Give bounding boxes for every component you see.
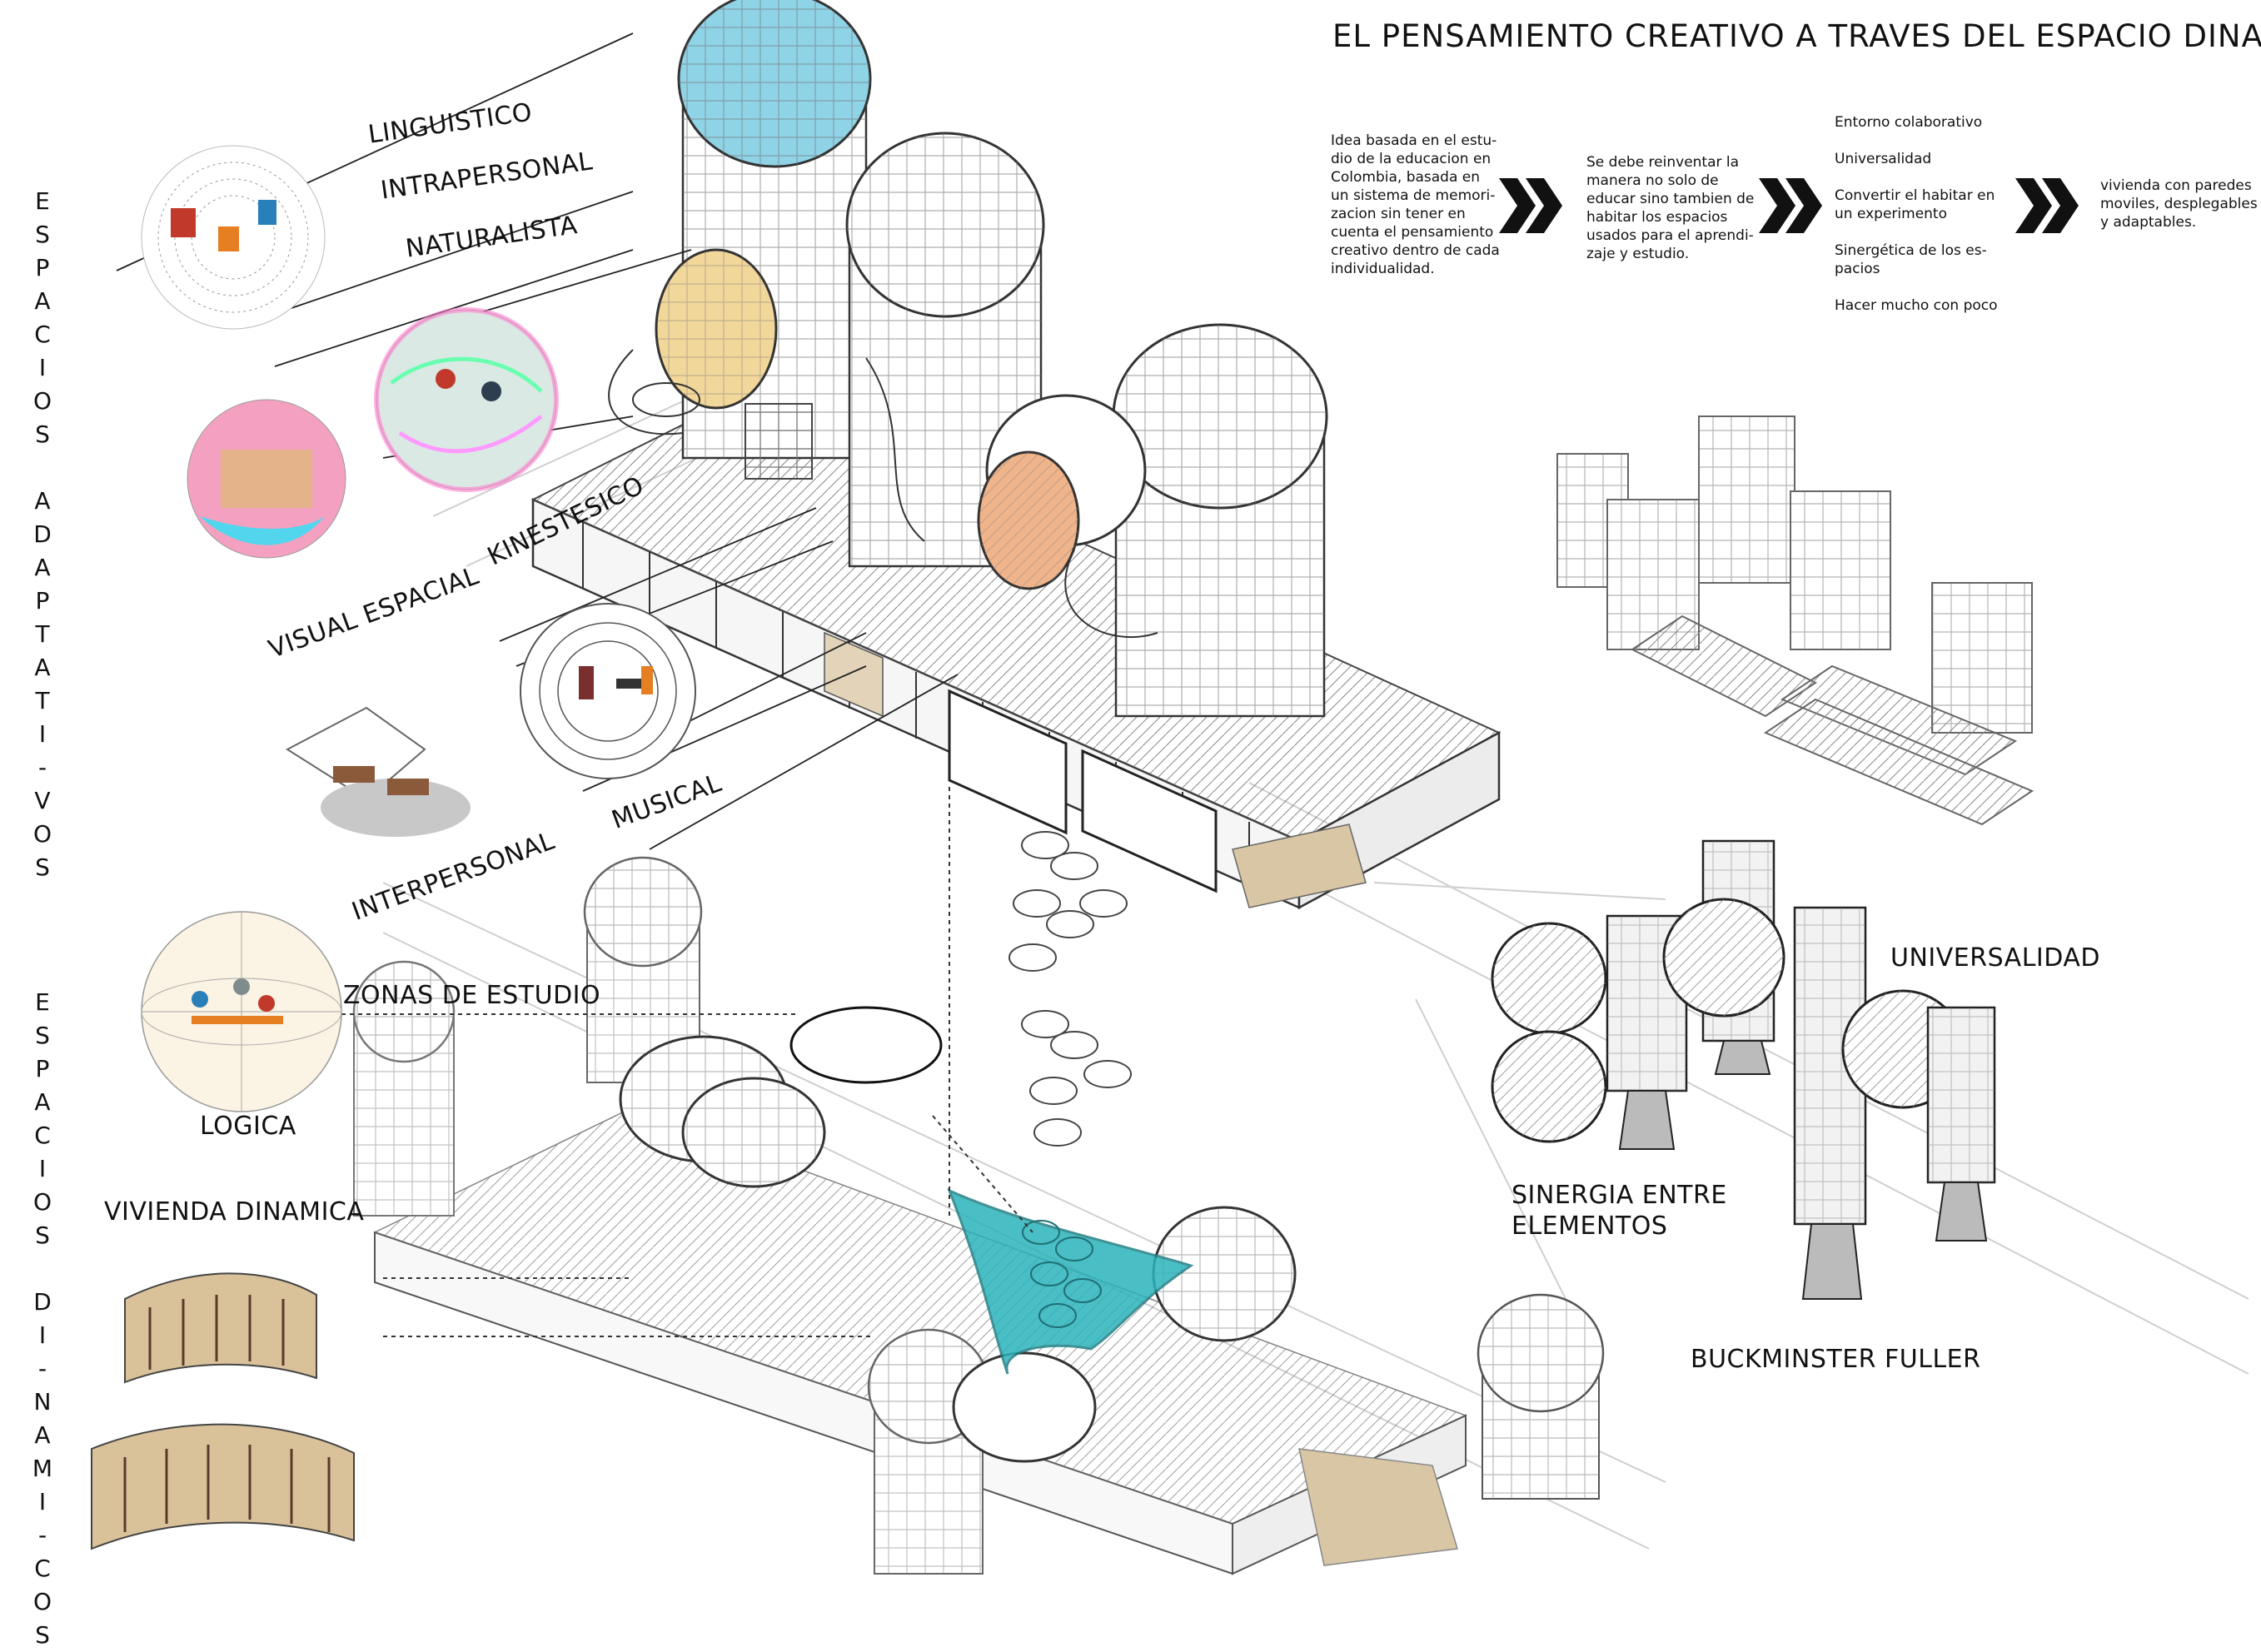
lattice-tower-cluster — [1556, 415, 2034, 826]
chevron-right-icon — [1759, 178, 1822, 233]
visual-espacial-sphere — [187, 399, 346, 559]
linguistico-text-circle — [141, 145, 326, 330]
label-vivienda-dinamica: VIVIENDA DINAMICA — [104, 1197, 365, 1227]
architectural-axonometric-drawing — [91, 0, 2249, 1575]
leader-lines — [341, 787, 1033, 1337]
label-buckminster-fuller: BUCKMINSTER FULLER — [1691, 1345, 1981, 1374]
yellow-dome — [655, 248, 813, 480]
logica-sphere — [141, 911, 342, 1112]
interpersonal-model — [286, 706, 471, 837]
lower-long-hall — [373, 1107, 1467, 1575]
page-title: EL PENSAMIENTO CREATIVO A TRAVES DEL ESP… — [1332, 18, 2261, 54]
fuller-concept-models — [1491, 839, 1996, 1300]
label-zonas-de-estudio: ZONAS DE ESTUDIO — [343, 981, 601, 1010]
central-pods — [789, 831, 1132, 1147]
label-sinergia-line1: SINERGIA ENTRE — [1511, 1181, 1727, 1210]
lower-right-tower — [1477, 1293, 1605, 1500]
teal-canopy — [947, 1188, 1194, 1375]
chevron-right-icon — [1499, 178, 1562, 233]
label-logica: LOGICA — [200, 1112, 296, 1141]
callout-lines — [116, 32, 959, 850]
vivienda-dinamica-models — [91, 1272, 355, 1550]
label-universalidad: UNIVERSALIDAD — [1890, 943, 2100, 973]
kinestesico-sphere — [374, 307, 559, 492]
upper-tower-3 — [1112, 323, 1328, 718]
musical-circle — [520, 603, 696, 779]
chevron-right-icon — [2015, 178, 2079, 233]
intro-column-1: Idea basada en el estu-dio de la educaci… — [1331, 132, 1500, 277]
spiral-ramps — [608, 349, 1158, 639]
lower-towers — [352, 856, 1297, 1575]
label-sinergia-line2: ELEMENTOS — [1511, 1212, 1668, 1241]
orange-dome — [977, 394, 1147, 590]
upper-long-hall — [530, 390, 1502, 910]
